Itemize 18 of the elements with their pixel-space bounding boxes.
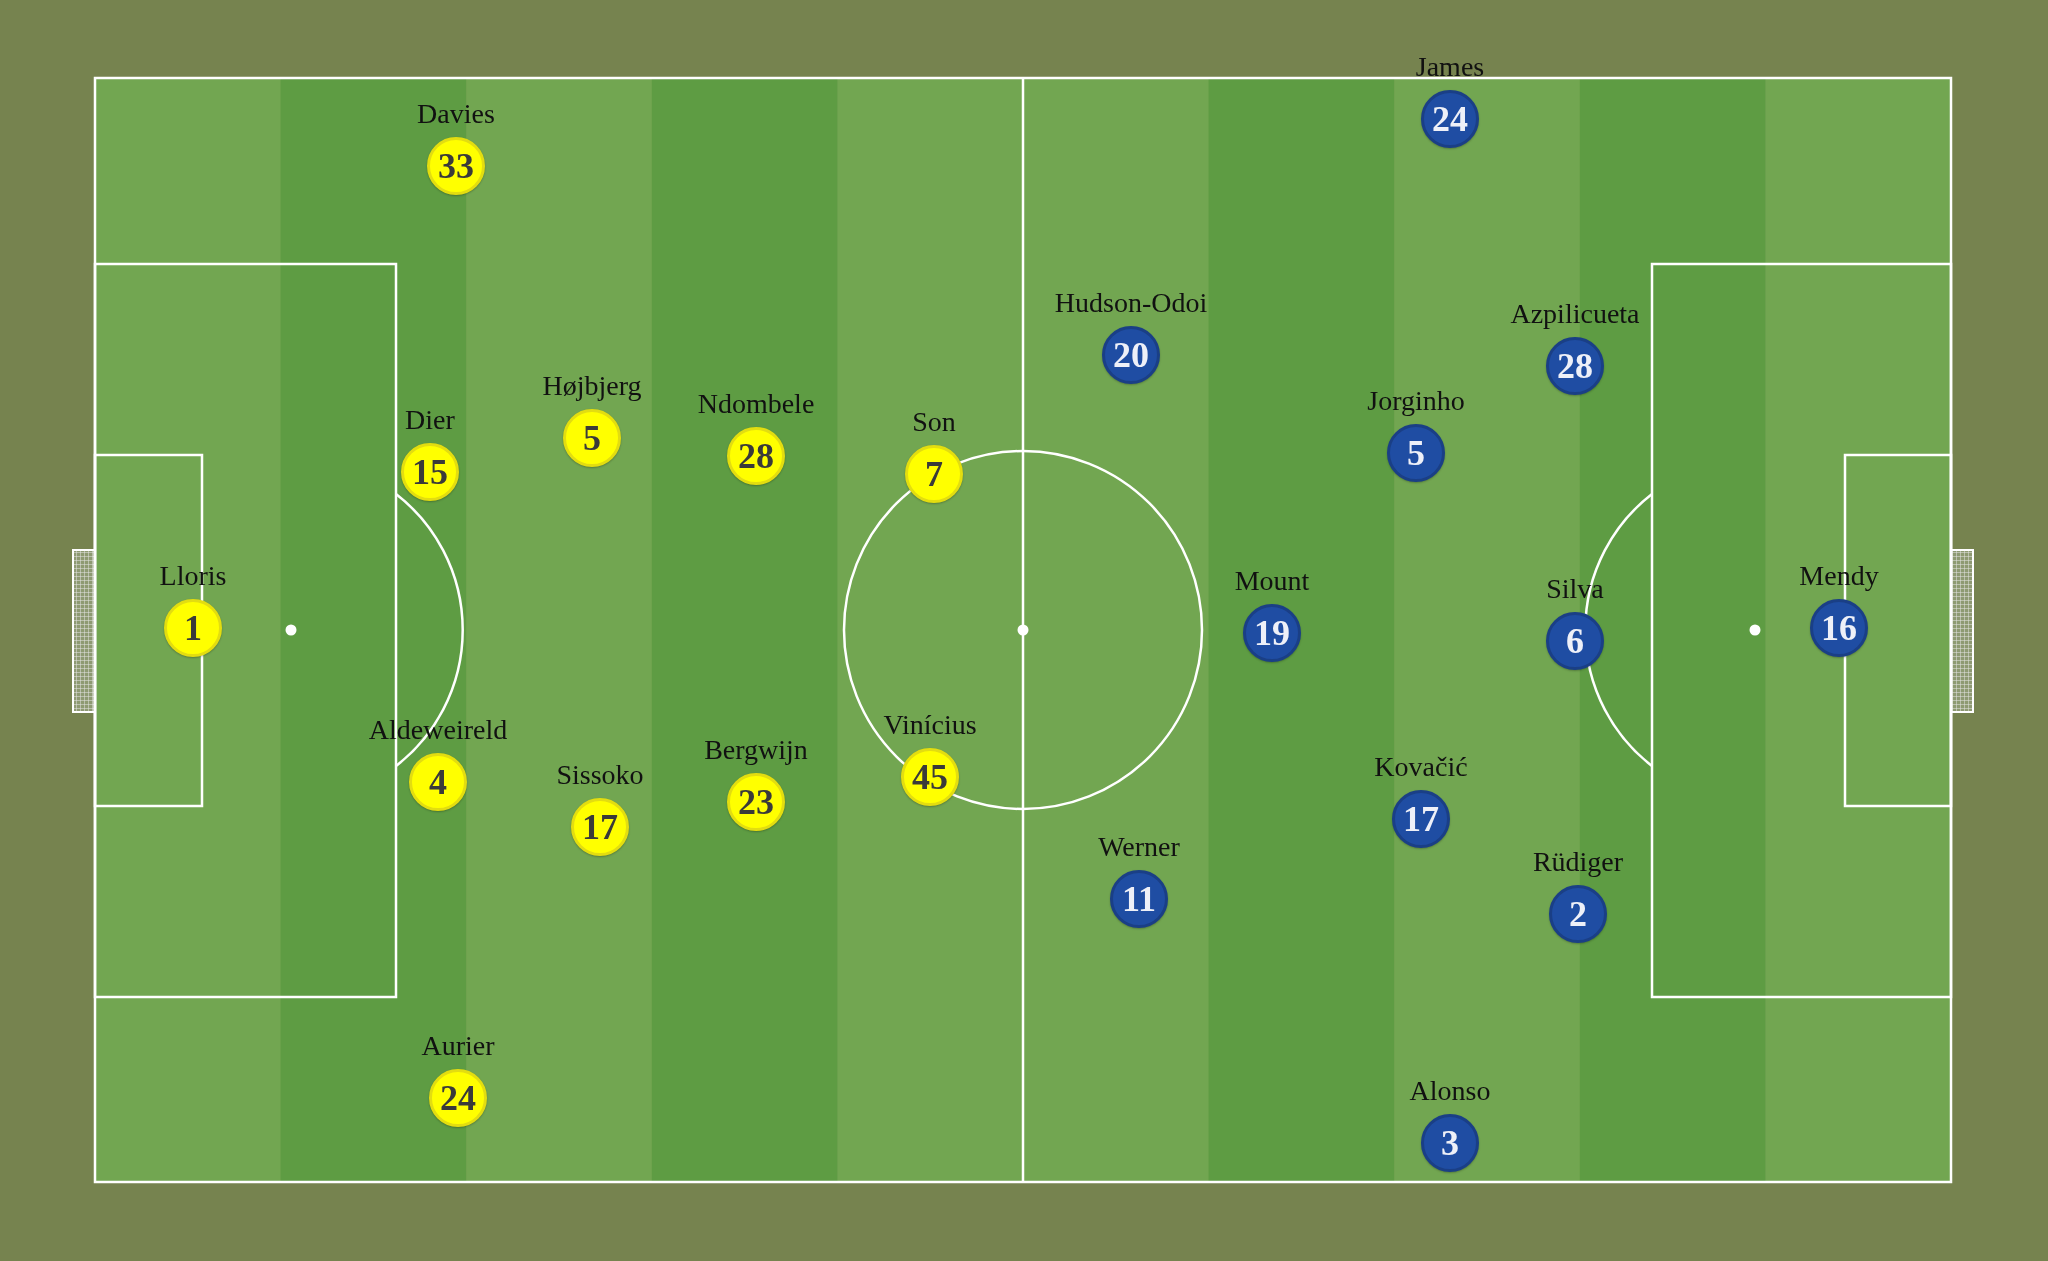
player-name: Son (912, 406, 956, 438)
player-name: Rüdiger (1532, 846, 1624, 878)
player-name: Bergwijn (704, 734, 808, 766)
player-name: Werner (1098, 831, 1180, 863)
player-name: Hudson-Odoi (1054, 287, 1208, 319)
player-name: Ndombele (697, 388, 815, 420)
player-name: Mount (1234, 565, 1310, 597)
player-name: Vinícius (883, 709, 977, 741)
player-name: Jorginho (1367, 385, 1465, 417)
player-name: Azpilicueta (1510, 298, 1640, 330)
player-name: Davies (417, 98, 495, 130)
player-name: Kovačić (1374, 751, 1468, 783)
player-name: Dier (405, 404, 455, 436)
player-name: Aurier (421, 1030, 495, 1062)
player-name: Alonso (1409, 1075, 1491, 1107)
player-name: Højbjerg (542, 370, 642, 402)
player-name: James (1415, 51, 1485, 83)
player-name: Sissoko (556, 759, 644, 791)
